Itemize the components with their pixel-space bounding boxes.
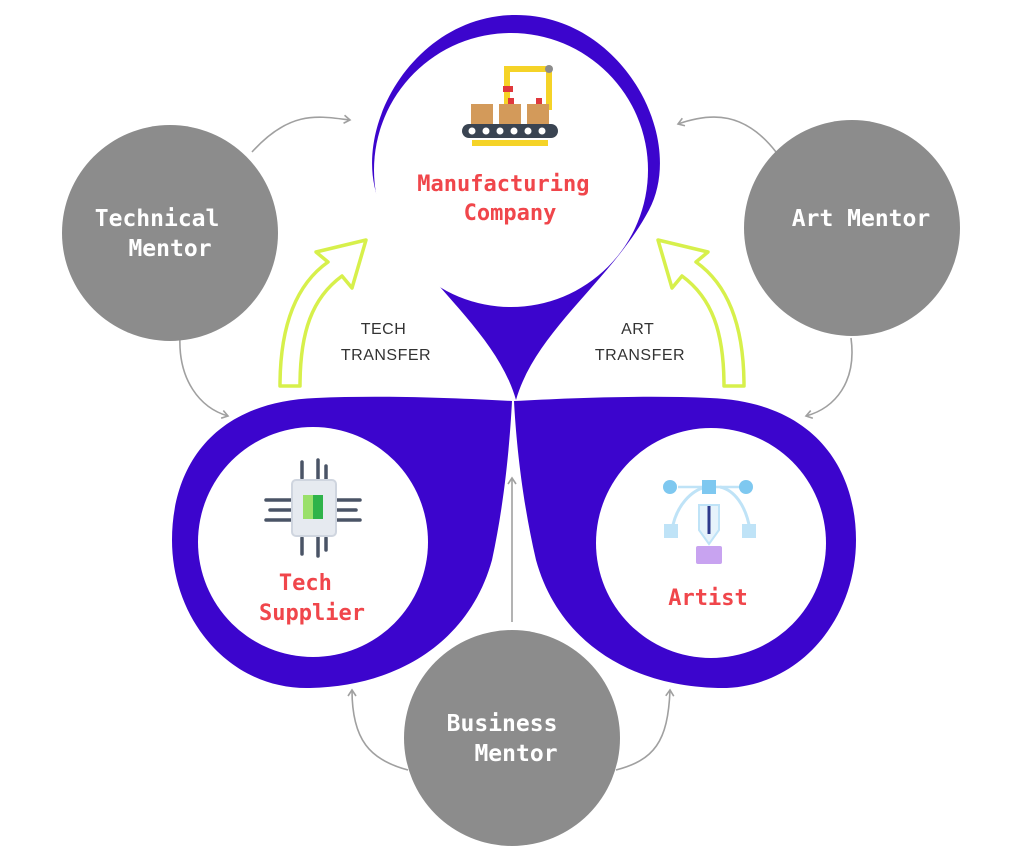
svg-text:ART TRANSFER: ART TRANSFER [595,321,685,364]
technical-mentor-circle [62,125,278,341]
tech-transfer-line1: TECH [361,321,407,338]
manufacturing-label-line2: Company [464,201,557,226]
connector-art-to-artist [804,337,853,420]
tech-supplier-label-line2: Supplier [259,601,365,626]
transfer-arrows [278,238,746,388]
artist-inner-circle [596,428,826,658]
svg-text:Business Mentor: Business Mentor [447,711,572,767]
art-transfer-label: ART TRANSFER [595,321,685,364]
technical-mentor-label-line2: Mentor [128,236,211,262]
tech-supplier-label-line1: Tech [279,571,332,596]
tech-transfer-line2: TRANSFER [341,347,431,364]
art-transfer-line2: TRANSFER [595,347,685,364]
tech-transfer-label: TECH TRANSFER [341,321,431,364]
art-mentor: Art Mentor [744,120,960,336]
pen-tool-bezier-icon [663,480,756,564]
technical-mentor-label-line1: Technical [95,206,220,232]
tech-supplier-inner-circle [198,427,428,657]
technical-mentor: Technical Mentor [62,125,278,341]
connector-technical-to-manufacturing [251,114,352,153]
manufacturing-company-node: Manufacturing Company [417,65,602,226]
business-mentor-label-line1: Business [447,711,558,737]
art-transfer-line1: ART [621,321,654,338]
art-transfer-arrow [656,238,746,388]
svg-text:Manufacturing Company: Manufacturing Company [417,172,602,226]
connector-art-to-manufacturing [676,116,777,153]
svg-text:TECH TRANSFER: TECH TRANSFER [341,321,431,364]
manufacturing-inner-circle [374,33,648,307]
business-mentor-label-line2: Mentor [474,741,557,767]
tech-supplier-node: Tech Supplier [259,458,365,626]
conveyor-factory-icon [462,65,558,146]
microchip-icon [264,458,362,558]
connector-technical-to-tech-supplier [179,335,230,419]
artist-node: Artist [663,480,756,611]
business-mentor-circle [404,630,620,846]
connector-business-to-tech-supplier [347,688,409,771]
svg-text:Tech Supplier: Tech Supplier [259,571,365,626]
svg-text:Technical Mentor: Technical Mentor [95,206,233,262]
artist-label: Artist [668,586,747,611]
central-pin [172,15,856,689]
manufacturing-label-line1: Manufacturing [417,172,589,197]
business-mentor: Business Mentor [404,630,620,846]
connector-arrows [179,114,853,771]
art-mentor-circle [744,120,960,336]
art-mentor-label: Art Mentor [792,206,930,232]
connector-business-to-artist [615,688,675,771]
tech-transfer-arrow [278,238,368,388]
